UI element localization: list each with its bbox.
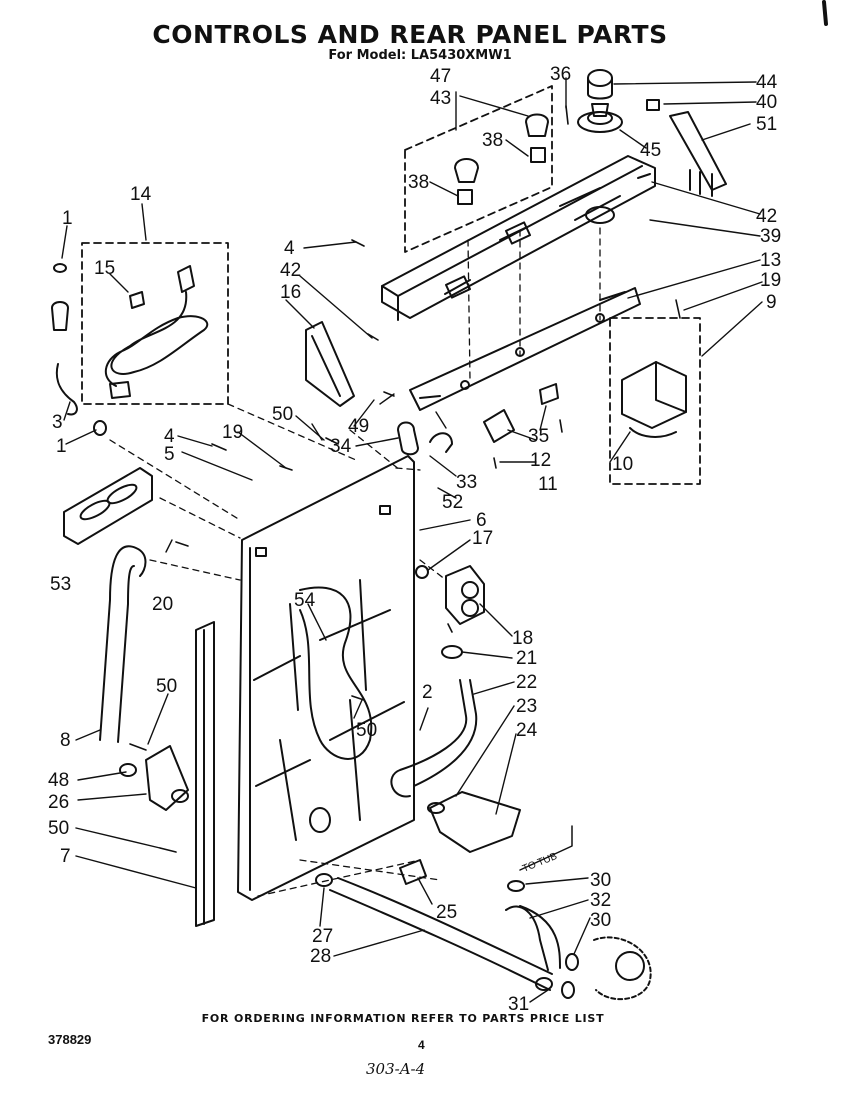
callout-label: 3: [52, 412, 63, 433]
misc-clips: [315, 859, 427, 887]
callout-label: 47: [430, 66, 451, 87]
callout-label: 22: [516, 672, 537, 693]
callout-label: 1: [62, 208, 73, 229]
callout-label: 28: [310, 946, 331, 967]
callout-label: 10: [612, 454, 633, 475]
callout-label: 4: [284, 238, 295, 259]
callout-label: 43: [430, 88, 451, 109]
callout-label: 50: [272, 404, 293, 425]
callout-label: 5: [164, 444, 175, 465]
callout-label: 19: [760, 270, 781, 291]
timer-knob-and-dial: [577, 69, 660, 133]
callout-label: 30: [590, 870, 611, 891]
console-end-cap: [305, 321, 355, 407]
control-knobs: [454, 113, 549, 205]
callout-label: 19: [222, 422, 243, 443]
callout-label: 42: [756, 206, 777, 227]
inlet-fittings: [51, 263, 107, 436]
callout-label: 27: [312, 926, 333, 947]
callout-label: 7: [60, 846, 71, 867]
callout-label: 39: [760, 226, 781, 247]
side-strip: [195, 621, 215, 927]
callout-label: 50: [356, 720, 377, 741]
callout-label: 34: [330, 436, 352, 457]
callout-label: 13: [760, 250, 781, 271]
callout-label: 42: [280, 260, 301, 281]
callout-label: 40: [756, 92, 777, 113]
water-valve: [415, 565, 485, 625]
callout-label: 48: [48, 770, 69, 791]
callout-label: 35: [528, 426, 549, 447]
callout-label: 54: [294, 590, 316, 611]
handwritten-note: 303-A-4: [366, 1060, 426, 1078]
callout-label: 24: [516, 720, 538, 741]
rear-panel: [237, 455, 415, 901]
page-number: 4: [418, 1038, 425, 1052]
callout-label: 36: [550, 64, 571, 85]
callout-label: 49: [348, 416, 369, 437]
callout-label: 4: [164, 426, 175, 447]
document-number: 378829: [48, 1032, 92, 1047]
callout-label: 2: [422, 682, 433, 703]
callout-label: 9: [766, 292, 777, 313]
callout-label: 12: [530, 450, 551, 471]
to-tub-label: TO TUB: [521, 851, 559, 875]
callout-label: 45: [640, 140, 661, 161]
callout-label: 8: [60, 730, 71, 751]
callout-label: 16: [280, 282, 301, 303]
callout-label: 18: [512, 628, 533, 649]
callout-label: 52: [442, 492, 463, 513]
callout-label: 44: [756, 72, 778, 93]
page-title: CONTROLS AND REAR PANEL PARTS: [152, 20, 668, 49]
power-cord: [105, 265, 209, 399]
hose-clamp-bracket: [119, 745, 189, 811]
callout-numbers: 1 1 2 3 4 4 5 6 7 8 9 10 11 12 13 14 15 …: [48, 64, 781, 1015]
ordering-note: FOR ORDERING INFORMATION REFER TO PARTS …: [201, 1012, 605, 1025]
callout-label: 25: [436, 902, 457, 923]
callout-label: 14: [130, 184, 152, 205]
margin-mark: [822, 0, 828, 26]
callout-label: 1: [56, 436, 67, 457]
small-components: [397, 383, 559, 456]
callout-label: 32: [590, 890, 611, 911]
callout-label: 23: [516, 696, 537, 717]
callout-label: 31: [508, 994, 529, 1015]
dashed-group-boxes: [81, 85, 701, 485]
callout-label: 53: [50, 574, 71, 595]
callout-label: 17: [472, 528, 493, 549]
callout-label: 38: [408, 172, 429, 193]
callout-label: 21: [516, 648, 537, 669]
drain-hose: [99, 545, 147, 743]
callout-label: 15: [94, 258, 115, 279]
callout-label: 33: [456, 472, 477, 493]
callout-label: 26: [48, 792, 69, 813]
callout-label: 38: [482, 130, 503, 151]
model-subtitle: For Model: LA5430XMW1: [328, 48, 512, 63]
pump-hoses: [329, 825, 652, 1000]
console-bracket: [409, 287, 641, 411]
hose-holder: [63, 467, 153, 545]
control-console: [381, 155, 656, 321]
callout-label: 30: [590, 910, 611, 931]
screws: [129, 105, 681, 853]
callout-label: 20: [152, 594, 173, 615]
pressure-switch: [621, 361, 687, 438]
dashed-assembly-lines: [109, 227, 601, 897]
callout-label: 50: [48, 818, 69, 839]
callout-label: 6: [476, 510, 487, 531]
callout-label: 50: [156, 676, 177, 697]
callout-label: 11: [538, 474, 558, 495]
callout-label: 51: [756, 114, 777, 135]
switch-bracket: [637, 111, 727, 197]
